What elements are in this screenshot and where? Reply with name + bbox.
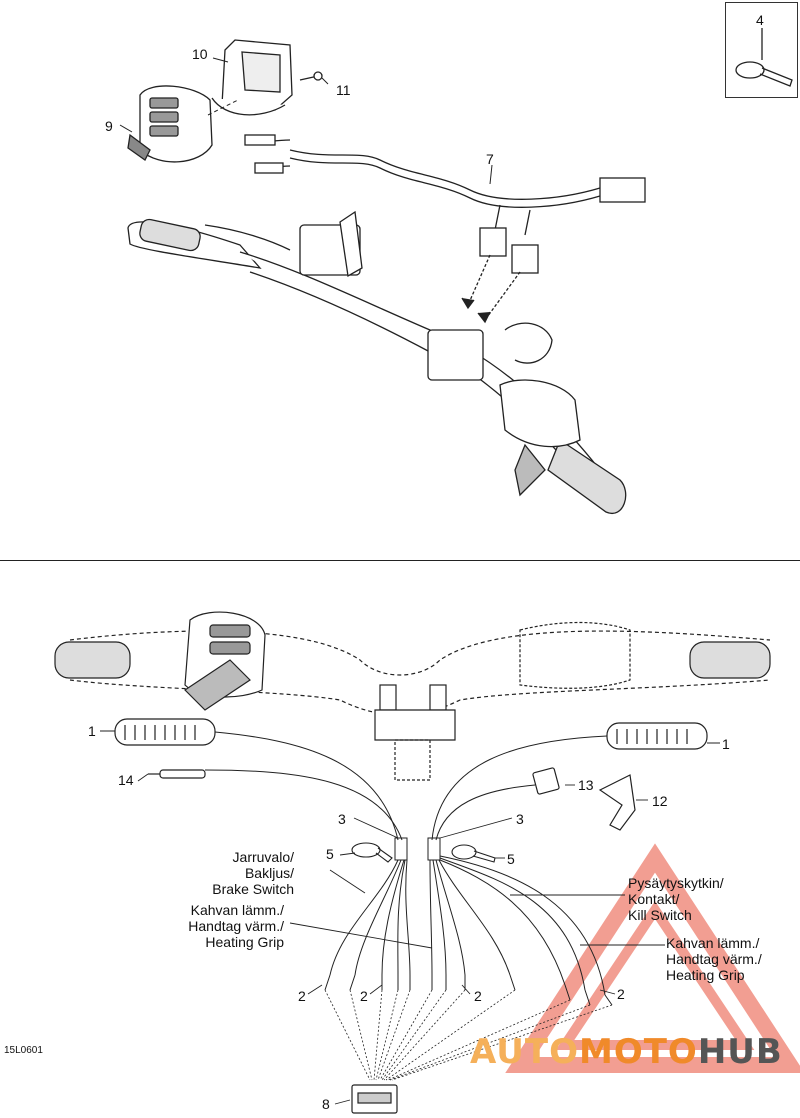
label-kill-switch: Pysäytyskytkin/ Kontakt/ Kill Switch — [628, 875, 724, 923]
handlebar-assembly-bottom — [54, 611, 771, 781]
label-heating-grip-left: Kahvan lämm./ Handtag värm./ Heating Gri… — [188, 902, 284, 950]
callout-13: 13 — [578, 777, 594, 793]
mounting-bracket — [598, 774, 636, 831]
switch-cover — [211, 39, 293, 116]
kill-switch-pin — [148, 769, 206, 779]
callout-3-right: 3 — [516, 811, 524, 827]
callout-14: 14 — [118, 772, 134, 788]
callout-1-left: 1 — [88, 723, 96, 739]
callout-5-right: 5 — [507, 851, 515, 867]
label-brake-switch: Jarruvalo/ Bakljus/ Brake Switch — [212, 849, 294, 897]
watermark-text: AUTOMOTOHUB — [470, 1032, 783, 1072]
connector-leads — [324, 989, 613, 1081]
callout-4: 4 — [756, 12, 764, 28]
callout-12: 12 — [652, 793, 668, 809]
switch-clip — [532, 767, 560, 795]
callout-2-c: 2 — [474, 988, 482, 1004]
screw — [299, 71, 323, 81]
main-connector — [351, 1084, 398, 1114]
cable-ties — [351, 842, 496, 863]
cable-tie-inset — [735, 28, 793, 87]
callout-7: 7 — [486, 151, 494, 167]
callout-3-left: 3 — [338, 811, 346, 827]
handlebar-assembly-top — [127, 210, 627, 515]
label-heating-grip-right: Kahvan lämm./ Handtag värm./ Heating Gri… — [666, 935, 762, 983]
callout-5-left: 5 — [326, 846, 334, 862]
section-divider — [0, 560, 800, 561]
wire-bundle — [204, 731, 613, 1006]
diagram-code: 15L0601 — [4, 1045, 43, 1056]
callout-10: 10 — [192, 46, 208, 62]
callout-2-b: 2 — [360, 988, 368, 1004]
heating-grip-elements — [114, 718, 708, 750]
callout-1-right: 1 — [722, 736, 730, 752]
callout-11: 11 — [336, 82, 351, 98]
left-switch-housing — [127, 85, 213, 163]
callout-8: 8 — [322, 1096, 330, 1112]
leader-lines — [137, 773, 665, 1105]
wiring-harness — [244, 134, 646, 324]
callout-9: 9 — [105, 118, 113, 134]
watermark-triangle — [505, 843, 800, 1073]
callout-2-d: 2 — [617, 986, 625, 1002]
callout-2-a: 2 — [298, 988, 306, 1004]
inset-frame — [725, 2, 798, 98]
